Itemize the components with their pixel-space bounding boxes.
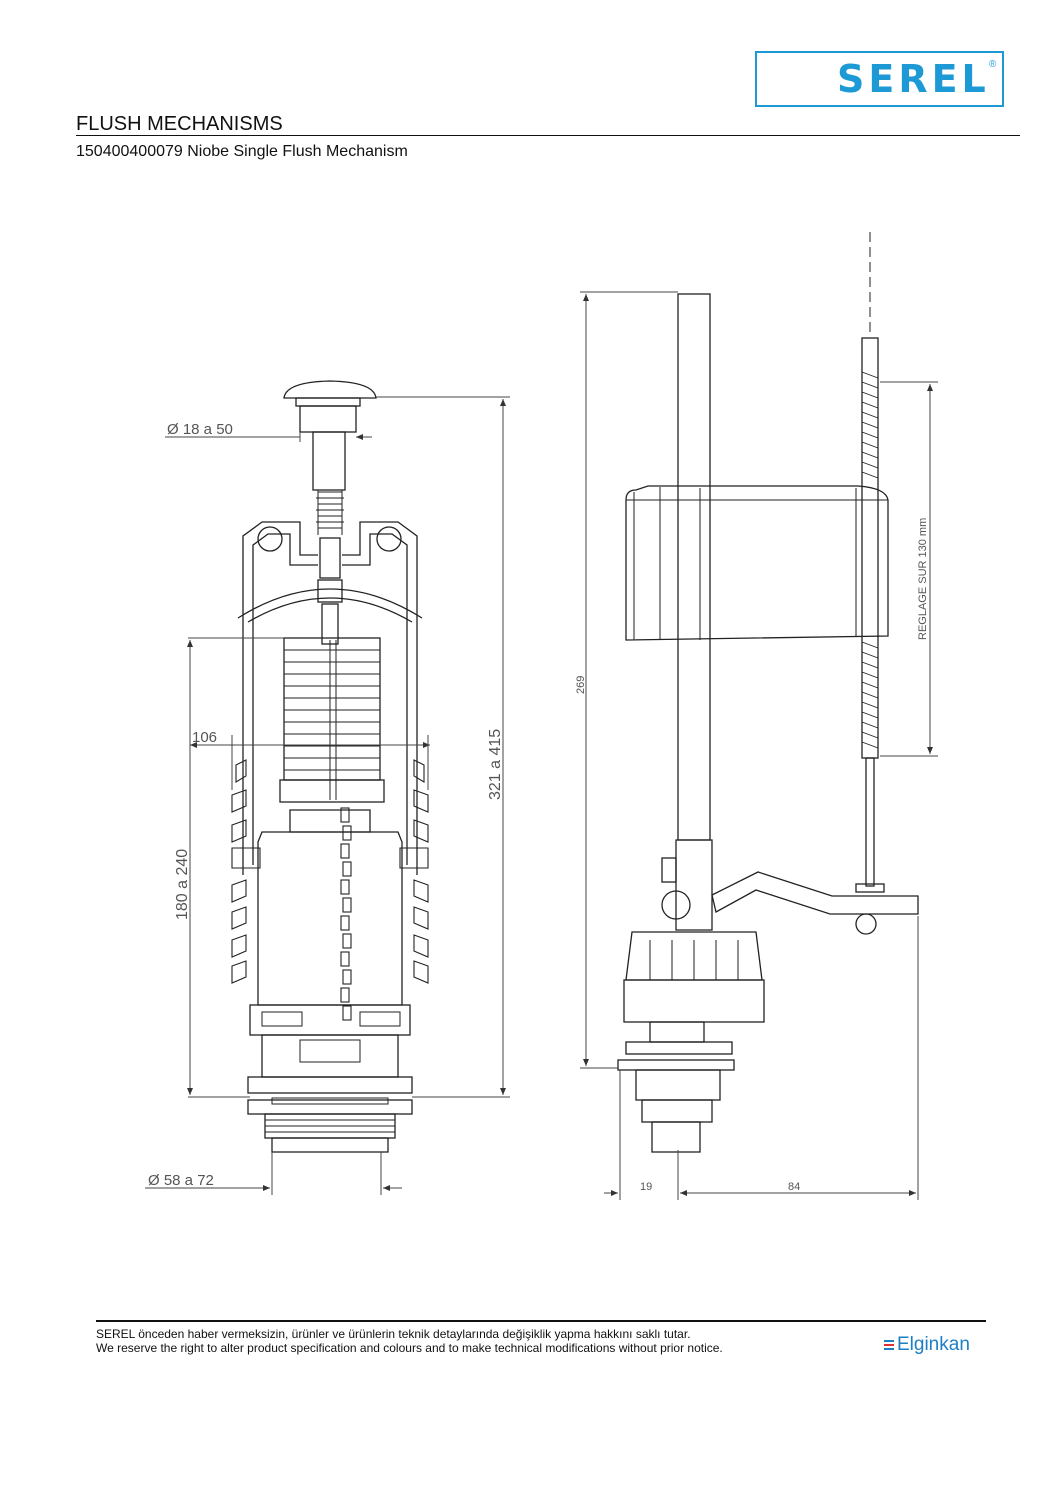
logo-wordmark: SEREL: [837, 57, 990, 101]
fill-valve-drawing: [617, 232, 919, 1153]
elginkan-logo: Elginkan: [884, 1334, 970, 1356]
left-dimension-lines: [145, 396, 510, 1195]
left-dimension-labels: Ø 18 a 50 106 321 a 415 180 a 240 Ø 58 a…: [148, 421, 504, 1189]
page-title: FLUSH MECHANISMS: [76, 113, 283, 135]
footer-notice-english: We reserve the right to alter product sp…: [96, 1341, 723, 1355]
dim-offset-19: 19: [640, 1181, 652, 1193]
technical-drawing: Ø 18 a 50 106 321 a 415 180 a 240 Ø 58 a…: [145, 232, 938, 1200]
product-subtitle: 150400400079 Niobe Single Flush Mechanis…: [76, 143, 408, 160]
elginkan-wordmark: Elginkan: [897, 1334, 970, 1355]
elginkan-mark-icon: [884, 1338, 894, 1352]
title-divider: [76, 135, 1020, 136]
dim-total-height-right: 269: [575, 676, 587, 694]
dim-width: 106: [192, 729, 217, 746]
serel-logo: SEREL ®: [755, 51, 1004, 107]
dim-adjustment-range: REGLAGE SUR 130 mm: [917, 518, 929, 640]
right-dimension-labels: 269 REGLAGE SUR 130 mm 19 84: [575, 518, 929, 1193]
dim-body-height: 180 a 240: [174, 849, 191, 920]
dim-offset-84: 84: [788, 1181, 800, 1193]
footer-notice-turkish: SEREL önceden haber vermeksizin, ürünler…: [96, 1327, 691, 1341]
right-dimension-lines: [580, 291, 938, 1200]
dim-base-diameter: Ø 58 a 72: [148, 1172, 214, 1189]
footer-divider: [96, 1320, 986, 1322]
dim-button-diameter: Ø 18 a 50: [167, 421, 233, 438]
registered-mark: ®: [989, 59, 997, 70]
dim-total-height: 321 a 415: [487, 729, 504, 800]
flush-valve-drawing: [231, 380, 429, 1153]
